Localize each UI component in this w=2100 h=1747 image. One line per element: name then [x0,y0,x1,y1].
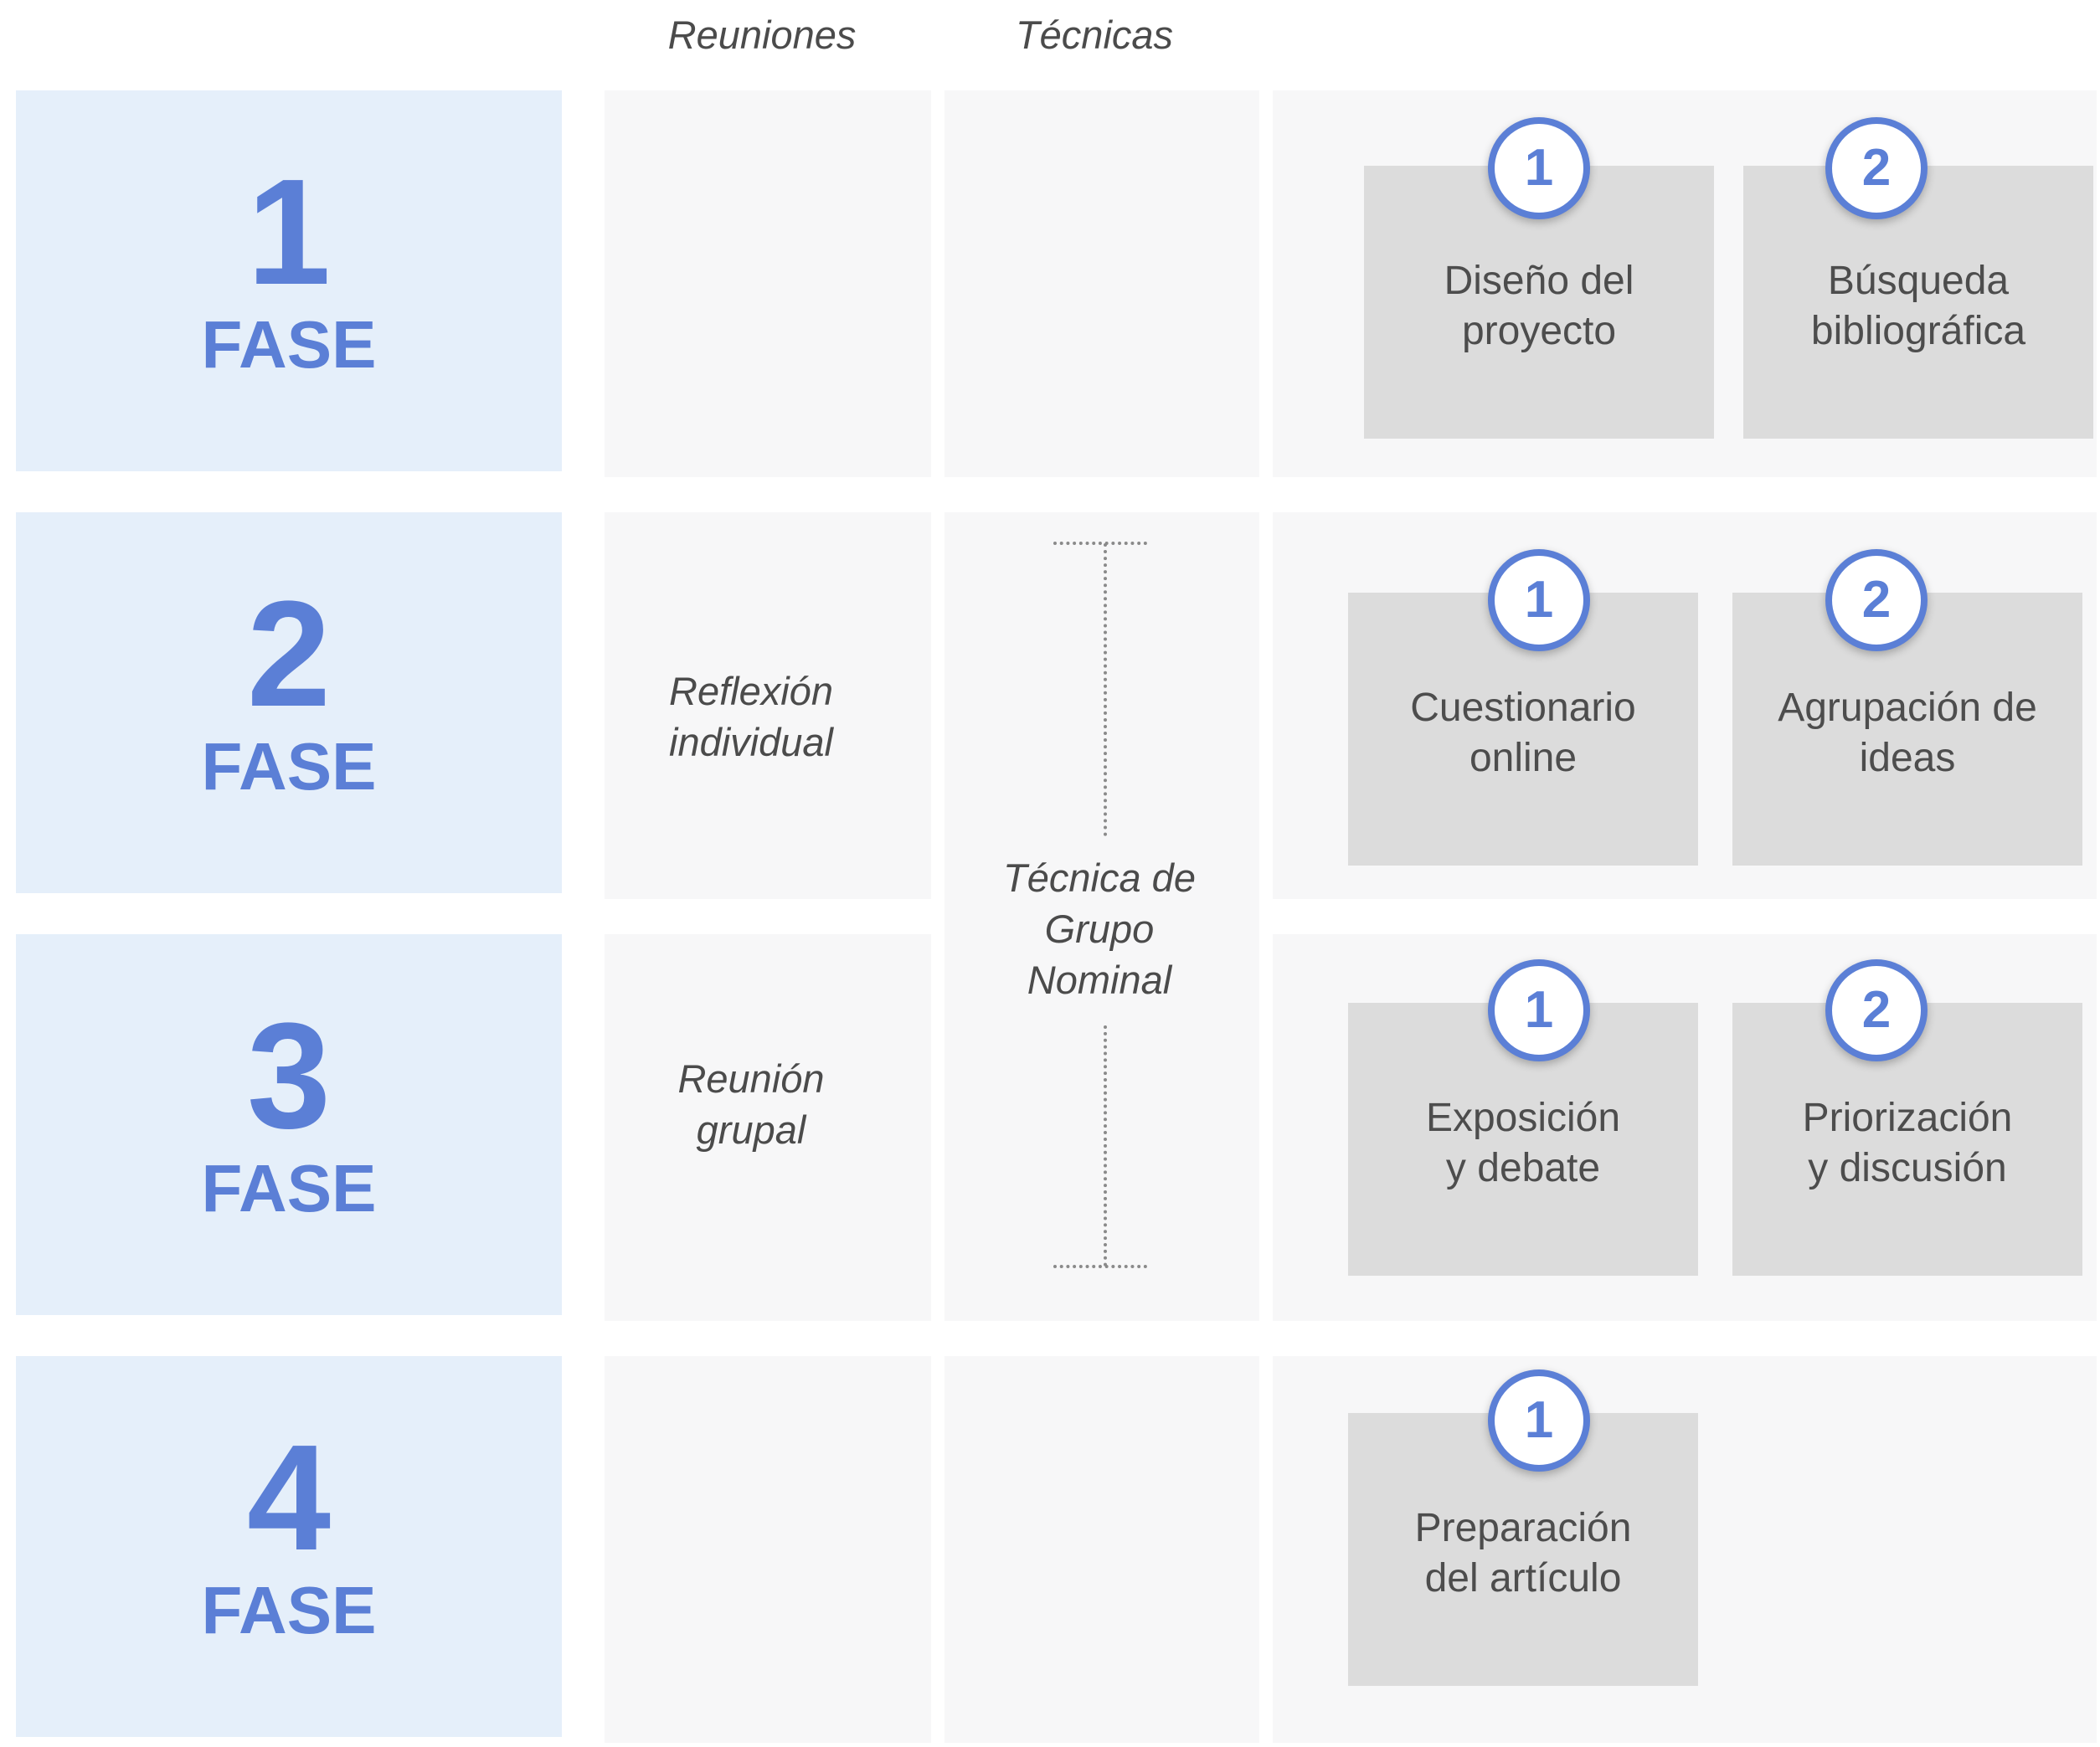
tecnica-line: Nominal [1027,958,1172,1002]
step-text: Búsqueda bibliográfica [1743,256,2093,357]
step-badge: 2 [1825,549,1928,651]
tecnica-line: Grupo [1044,907,1155,951]
step-line: Diseño del [1444,259,1634,303]
step-text: Priorización y discusión [1732,1093,2082,1194]
step-text: Exposición y debate [1348,1093,1698,1194]
tecnica-label: Técnica de Grupo Nominal [961,852,1238,1005]
step-line: online [1469,736,1578,780]
step-line: Agrupación de [1778,686,2037,730]
step-text: Preparación del artículo [1348,1503,1698,1604]
tecnicas-band-fase4 [944,1356,1259,1743]
phase-label: FASE [201,1151,377,1225]
step-line: y discusión [1808,1146,2007,1190]
column-header-tecnicas: Técnicas [1015,13,1174,57]
phase-label: FASE [201,1573,377,1647]
tecnicas-band-fase2-3 [944,512,1259,1321]
step-card-fase1-2: Búsqueda bibliográfica [1743,166,2093,439]
step-card-fase4-1: Preparación del artículo [1348,1413,1698,1686]
reunion-line: individual [669,720,833,764]
phase-box-2: 2 FASE [16,512,562,893]
step-badge: 1 [1488,549,1590,651]
phase-box-4: 4 FASE [16,1356,562,1737]
phase-label: FASE [201,729,377,804]
reunion-fase2: Reflexión individual [621,665,881,768]
step-badge: 1 [1488,117,1590,219]
bracket-lower-line [1104,1025,1107,1267]
reunion-line: Reflexión [669,669,833,713]
step-text: Agrupación de ideas [1732,683,2082,784]
bracket-upper-line [1104,543,1107,836]
step-line: Priorización [1802,1096,2013,1140]
step-badge: 1 [1488,1369,1590,1472]
tecnica-line: Técnica de [1003,856,1196,900]
step-line: Búsqueda [1827,259,2010,303]
reuniones-band-fase3 [605,934,931,1321]
step-badge: 2 [1825,959,1928,1061]
step-line: Exposición [1425,1096,1621,1140]
step-line: y debate [1445,1146,1601,1190]
bracket-bottom-cap [1053,1265,1147,1268]
step-badge: 1 [1488,959,1590,1061]
phase-box-3: 3 FASE [16,934,562,1315]
step-text: Diseño del proyecto [1364,256,1714,357]
step-line: ideas [1859,736,1956,780]
phase-number: 3 [246,992,332,1160]
reunion-line: Reunión [677,1056,825,1101]
step-text: Cuestionario online [1348,683,1698,784]
reunion-fase3: Reunión grupal [621,1053,881,1155]
phase-number: 4 [246,1414,332,1582]
reuniones-band-fase1 [605,90,931,477]
phase-label: FASE [201,307,377,382]
reunion-line: grupal [696,1107,806,1152]
step-line: proyecto [1461,309,1617,353]
step-line: Preparación [1414,1506,1632,1550]
step-line: del artículo [1424,1556,1622,1601]
step-card-fase1-1: Diseño del proyecto [1364,166,1714,439]
column-header-reuniones: Reuniones [667,13,857,57]
reuniones-band-fase4 [605,1356,931,1743]
phase-number: 1 [246,148,332,316]
phase-number: 2 [246,570,332,738]
reuniones-band-fase2 [605,512,931,899]
tecnicas-band-fase1 [944,90,1259,477]
bracket-top-cap [1053,542,1147,545]
step-badge: 2 [1825,117,1928,219]
step-line: bibliográfica [1810,309,2026,353]
phase-box-1: 1 FASE [16,90,562,471]
step-line: Cuestionario [1410,686,1636,730]
